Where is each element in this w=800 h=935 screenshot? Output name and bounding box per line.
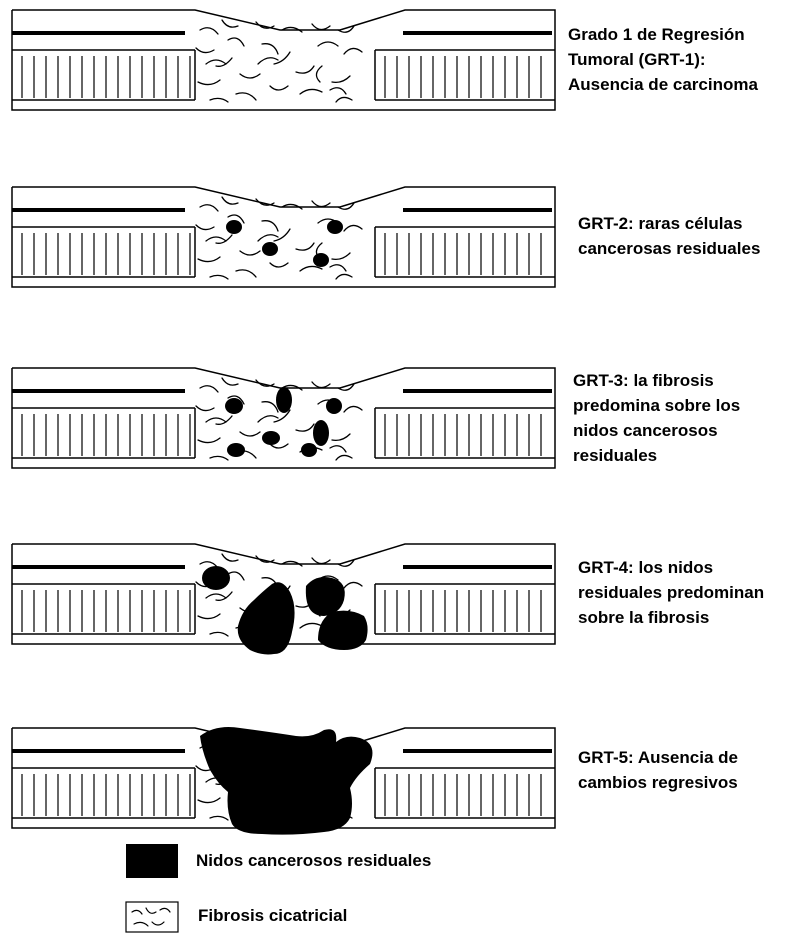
section-grt-5: [12, 727, 555, 835]
legend-nests-swatch: [126, 844, 178, 878]
grade-label-grt-2: GRT-2: raras células cancerosas residual…: [578, 214, 761, 258]
legend-fibrosis-label: Fibrosis cicatricial: [198, 906, 348, 925]
residual-nests-grt-2: [226, 220, 343, 267]
grade-label-grt-4: GRT-4: los nidos residuales predominan s…: [578, 558, 765, 627]
residual-nests-grt-3: [225, 387, 342, 457]
section-grt-3: [12, 368, 555, 468]
grade-label-grt-5: GRT-5: Ausencia de cambios regresivos: [578, 748, 738, 792]
legend: [125, 844, 179, 933]
legend-fibrosis-swatch: [125, 901, 179, 933]
residual-nests-grt-4: [202, 566, 368, 655]
section-grt-1: [12, 10, 555, 110]
residual-nests-grt-5: [200, 727, 373, 835]
grade-label-grt-1: Grado 1 de Regresión Tumoral (GRT-1): Au…: [568, 25, 758, 94]
legend-nests-label: Nidos cancerosos residuales: [196, 851, 432, 870]
section-grt-2: [12, 187, 555, 287]
section-grt-4: [12, 544, 555, 655]
grade-label-grt-3: GRT-3: la fibrosis predomina sobre los n…: [573, 371, 741, 465]
